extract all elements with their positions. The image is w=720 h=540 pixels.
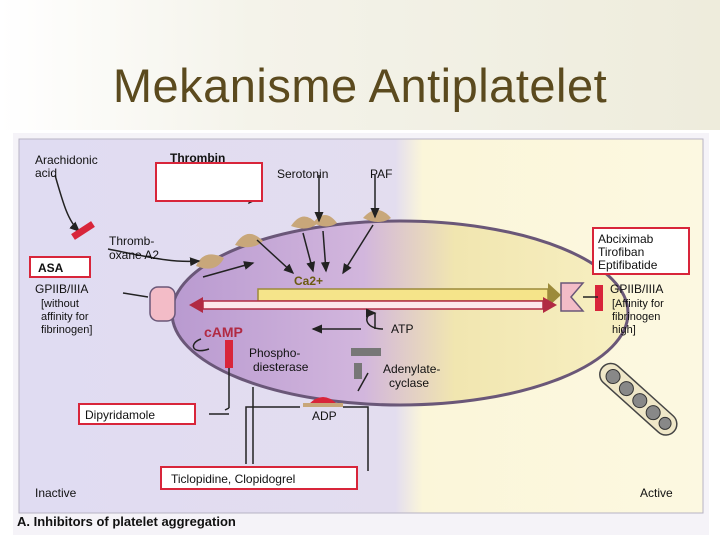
camp-arrow-shaft (202, 300, 544, 310)
tx-receptor-arrow (202, 261, 255, 278)
asa-inhibitor-bar (71, 221, 95, 240)
adenylate-label-1: Adenylate- (383, 362, 440, 376)
arachidonic-label-1: Arachidonic (35, 153, 98, 167)
ticlopidine-label: Ticlopidine, Clopidogrel (171, 472, 295, 486)
thromboxane-label-2: oxane A2 (109, 248, 159, 262)
gp-left-label-2: [without (41, 298, 79, 310)
paf-label: PAF (370, 167, 392, 181)
gp-receptor-inactive (149, 286, 176, 322)
inactive-label: Inactive (35, 486, 77, 500)
gp-antagonist-bar (595, 285, 603, 311)
serotonin-label: Serotonin (277, 167, 328, 181)
header-band (0, 0, 720, 130)
abciximab-label: Abciximab (598, 232, 654, 246)
pde-loop (192, 338, 210, 352)
thrombin-to-ca-arrow (302, 232, 316, 273)
pde-label-1: Phospho- (249, 346, 300, 360)
thromboxane-receptor (235, 233, 263, 248)
atp-label: ATP (391, 322, 413, 336)
gp-right-label-3: fibrinogen (612, 311, 660, 323)
dipyridamole-label: Dipyridamole (85, 408, 155, 422)
adenylate-line (357, 372, 369, 392)
asa-label: ASA (38, 261, 64, 275)
gp-left-label-3: affinity for (41, 311, 89, 323)
platelet-aggregate (599, 362, 678, 436)
ticlopidine-line-2 (343, 406, 369, 471)
adenylate-label-2: cyclase (389, 376, 429, 390)
thrombin-label: Thrombin (170, 151, 225, 165)
camp-label: cAMP (204, 324, 243, 340)
calcium-arrow-head (548, 283, 561, 307)
adp-receptor (309, 397, 337, 404)
arachidonic-arrow (54, 174, 81, 233)
gp-right-label-2: [Affinity for (612, 298, 664, 310)
thrombin-inhibitor-box (155, 162, 263, 202)
active-label: Active (640, 486, 673, 500)
gp-left-label-1: GPIIB/IIIA (35, 282, 88, 296)
thromboxane-label-1: Thromb- (109, 234, 154, 248)
pde-label-2: diesterase (253, 360, 309, 374)
gp-right-label-4: high] (612, 324, 636, 336)
atp-loop (365, 308, 384, 330)
gp-right-label-1: GPIIB/IIIA (610, 282, 663, 296)
gp-left-label-4: fibrinogen] (41, 324, 92, 336)
adenylate-stub (354, 363, 362, 379)
gp-receptor-active (560, 282, 585, 312)
adp-label: ADP (312, 409, 337, 423)
asa-box (29, 256, 91, 278)
eptifibatide-label: Eptifibatide (598, 258, 658, 272)
asa-arrow (107, 248, 201, 267)
thrombin-receptor (291, 216, 317, 229)
tx-receptor-left (196, 254, 224, 269)
tirofiban-label: Tirofiban (598, 245, 644, 259)
calcium-arrow-shaft (257, 288, 549, 302)
tx-to-ca-arrow (256, 239, 295, 275)
dipyridamole-box (78, 403, 196, 425)
gp-antagonist-box (592, 227, 690, 275)
adenylate-cyclase-bar (351, 348, 381, 356)
camp-arrow-head-right (543, 297, 557, 313)
ticlopidine-box (160, 466, 358, 490)
dipyridamole-bar (225, 340, 233, 368)
ticlopidine-line-1 (245, 406, 300, 464)
camp-arrow-head-left (189, 297, 203, 313)
calcium-label: Ca2+ (294, 274, 323, 288)
gp-left-line (122, 292, 149, 298)
arachidonic-label-2: acid (35, 166, 57, 180)
figure-caption: A. Inhibitors of platelet aggregation (17, 514, 236, 529)
slide-title: Mekanisme Antiplatelet (112, 59, 608, 112)
serotonin-to-ca-arrow (320, 230, 330, 273)
antiplatelet-diagram: Arachidonic acid Thrombin Serotonin PAF … (13, 133, 709, 535)
paf-to-ca-arrow (342, 224, 374, 275)
